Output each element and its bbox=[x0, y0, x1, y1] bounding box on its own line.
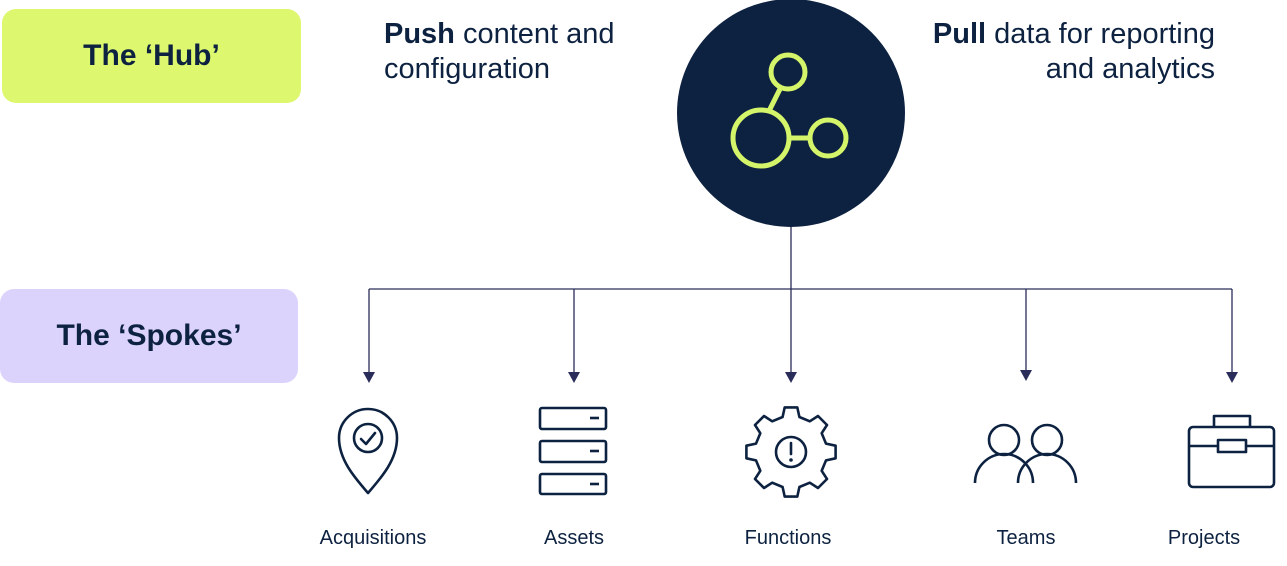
spoke-label-projects: Projects bbox=[1167, 527, 1241, 549]
server-stack-icon bbox=[538, 406, 608, 496]
hub-circle bbox=[677, 0, 905, 227]
spoke-label-teams: Teams bbox=[996, 527, 1056, 549]
arrow-projects bbox=[1226, 372, 1238, 383]
people-icon bbox=[973, 423, 1078, 484]
spoke-label-acquisitions: Acquisitions bbox=[319, 527, 427, 549]
pull-caption-text: data for reporting and analytics bbox=[986, 18, 1215, 85]
arrowheads bbox=[363, 370, 1238, 383]
location-check-icon bbox=[337, 407, 399, 495]
gear-alert-icon bbox=[745, 406, 837, 498]
connector-lines bbox=[368, 227, 1233, 372]
spoke-label-functions: Functions bbox=[744, 527, 832, 549]
pull-caption-bold: Pull bbox=[932, 18, 987, 50]
hub-pill: The ‘Hub’ bbox=[2, 9, 301, 103]
arrow-assets bbox=[568, 372, 580, 383]
arrow-functions bbox=[785, 372, 797, 383]
hub-pill-label: The ‘Hub’ bbox=[83, 39, 220, 72]
spoke-label-assets: Assets bbox=[543, 527, 605, 549]
pull-caption: Pull data for reporting and analytics bbox=[880, 17, 1215, 87]
push-caption-text: content and configuration bbox=[384, 18, 615, 85]
network-nodes-icon bbox=[730, 52, 849, 169]
arrow-acquisitions bbox=[363, 372, 375, 383]
push-caption: Push content and configuration bbox=[384, 17, 684, 87]
push-caption-bold: Push bbox=[384, 18, 455, 50]
spokes-pill: The ‘Spokes’ bbox=[0, 289, 298, 383]
briefcase-icon bbox=[1187, 414, 1276, 489]
arrow-teams bbox=[1020, 370, 1032, 381]
spokes-pill-label: The ‘Spokes’ bbox=[56, 319, 242, 352]
